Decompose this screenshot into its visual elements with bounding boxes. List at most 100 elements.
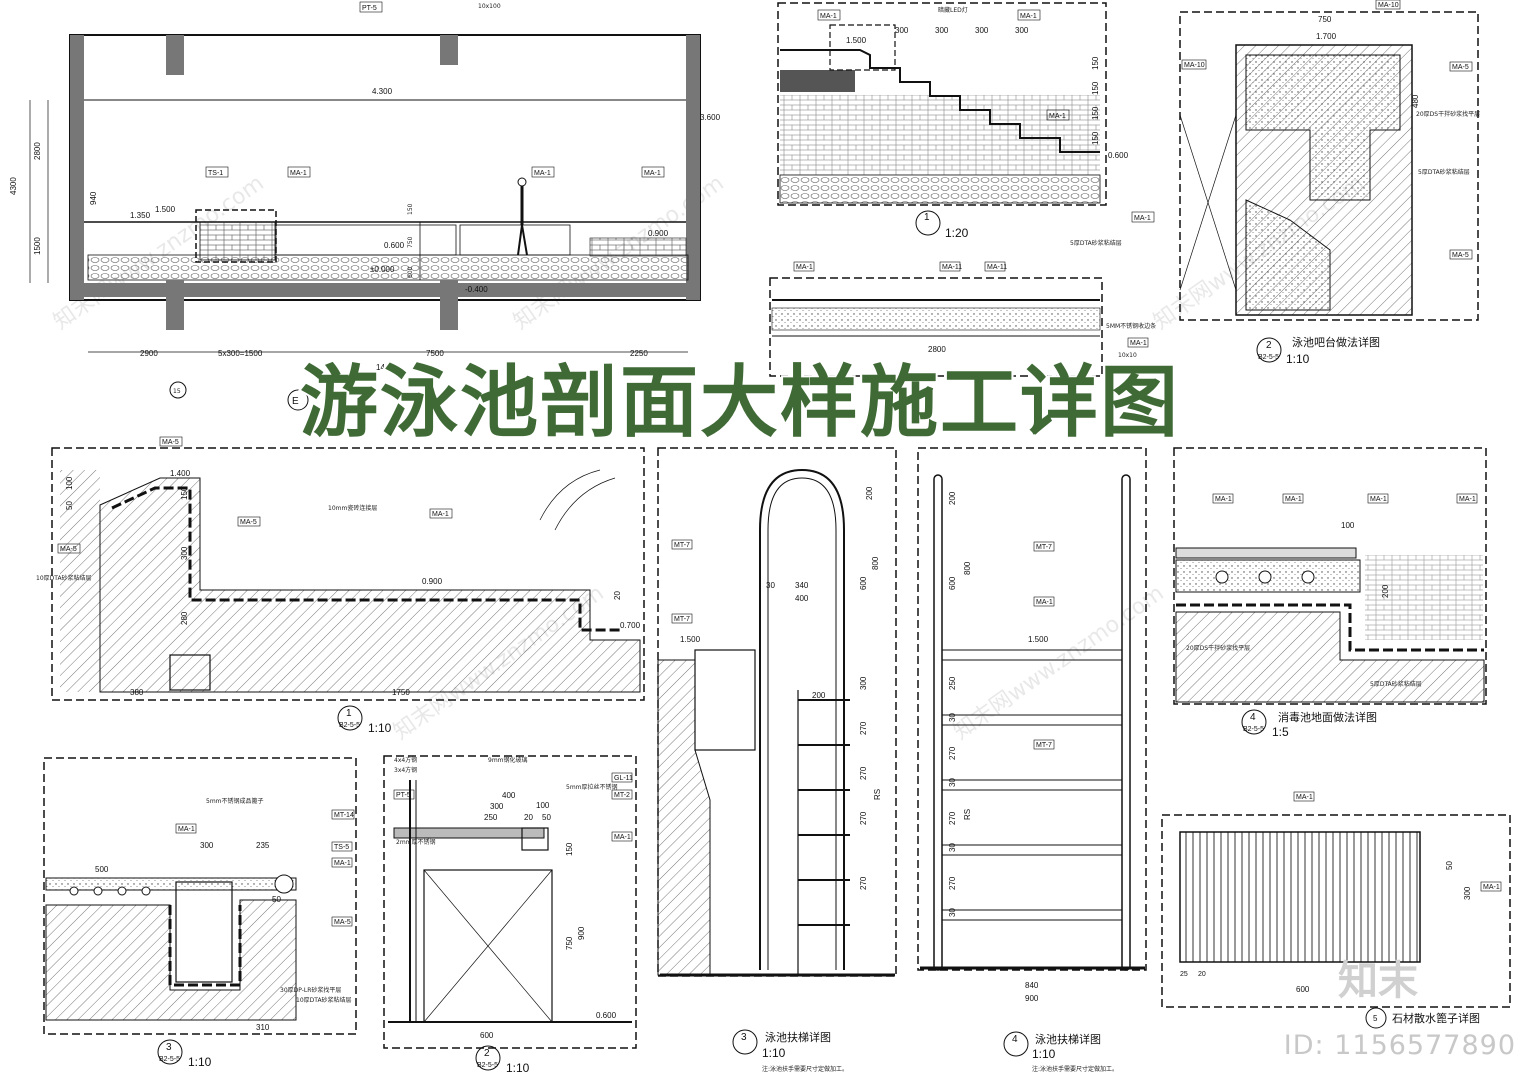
material-tag: MT-7 (674, 542, 690, 549)
dim: 600 (948, 576, 957, 590)
material-tag: MA-10 (1378, 2, 1399, 9)
dim: 200 (1381, 584, 1390, 598)
level-mark: 1.500 (1028, 635, 1049, 644)
material-tag: MA-1 (534, 170, 551, 177)
detail-caption: 泳池扶梯详图 (1035, 1032, 1101, 1046)
dim: 600 (859, 576, 868, 590)
material-tag: MT-2 (614, 792, 630, 799)
dim: 340 (795, 581, 809, 590)
detail-caption: 泳池扶梯详图 (765, 1030, 831, 1044)
note: 9mm钢化玻璃 (488, 756, 528, 764)
material-tag: MA-1 (290, 170, 307, 177)
dim: 250 (948, 676, 957, 690)
dim: 20 (1198, 971, 1206, 978)
dim: 300 (975, 26, 989, 35)
grate-detail: 25 20 600 50 300 MA-1 MA-1 5 石材散水篦子详图 (1161, 791, 1511, 1029)
note: 4x4方钢 (394, 756, 417, 764)
material-tag: MT-14 (334, 812, 354, 819)
dim: 50 (65, 501, 74, 510)
dim: 10x10 (1118, 352, 1137, 359)
detail-ref-number: 3 (166, 1042, 172, 1053)
material-tag: MA-1 (1296, 794, 1313, 801)
dim: 300 (490, 802, 504, 811)
dim: 150 (1091, 106, 1100, 120)
detail-ref-number: 3 (741, 1032, 747, 1043)
dim: 400 (795, 594, 809, 603)
level-mark: 1.350 (130, 211, 151, 220)
ladder-detail-4: 200 800 600 250 30 270 30 270 30 270 30 … (917, 447, 1147, 1073)
dim: 25 (1180, 971, 1188, 978)
dim: 50 (272, 895, 281, 904)
dim: 750 (1318, 15, 1332, 24)
led-note: 暗藏LED灯 (938, 6, 968, 14)
level-mark: 3.600 (700, 113, 721, 122)
dim-width: 7500 (426, 349, 444, 358)
dim: 300 (200, 841, 214, 850)
detail-scale: 1:10 (368, 721, 392, 735)
material-tag: MA-1 (796, 264, 813, 271)
detail-scale: 1:5 (1272, 725, 1289, 739)
note: 5厚DTA砂浆粘结层 (1418, 168, 1470, 176)
material-tag: MA-1 (432, 511, 449, 518)
dim: 270 (859, 811, 868, 825)
bar-detail: 750 1.700 480 MA-10 MA-5 MA-5 MA-10 20厚D… (1179, 0, 1480, 366)
dim: 30 (948, 778, 957, 787)
sheet-ref: B2-5-5 (339, 722, 360, 729)
note: 30厚DP-LR砂浆找平层 (280, 986, 341, 994)
note: 20厚DS干拌砂浆找平层 (1186, 644, 1250, 652)
material-tag: MA-1 (820, 13, 837, 20)
detail-note: 注:泳池扶手需要尺寸定做加工。 (762, 1065, 848, 1073)
level-mark: 4.300 (372, 87, 393, 96)
dim: 600 (1296, 985, 1310, 994)
dim: 150 (1091, 56, 1100, 70)
material-tag: MA-1 (1036, 599, 1053, 606)
dim: 270 (948, 811, 957, 825)
level-mark: -0.400 (465, 285, 488, 294)
dim: 800 (963, 561, 972, 575)
detail-ref-number: 5 (1373, 1014, 1378, 1023)
dim: 250 (484, 813, 498, 822)
note: 10mm瓷砖连接层 (328, 504, 377, 512)
dim: 30 (948, 713, 957, 722)
material-tag: MT-7 (674, 616, 690, 623)
detail-scale: 1:10 (188, 1055, 212, 1069)
dim-height: 2800 (33, 142, 42, 160)
note: 3x4方钢 (394, 766, 417, 774)
material-tag: MA-5 (60, 546, 77, 553)
material-tag: MA-1 (1134, 215, 1151, 222)
dim: 900 (1025, 994, 1039, 1003)
dim: 150 (180, 486, 189, 500)
dim: 200 (812, 691, 826, 700)
material-tag: MA-5 (1452, 252, 1469, 259)
section-ref-letter: E (292, 396, 299, 407)
dim: 50 (542, 813, 551, 822)
dim: 100 (1341, 521, 1355, 530)
dim: 270 (859, 876, 868, 890)
material-tag: MA-1 (178, 826, 195, 833)
level-mark: 0.700 (620, 621, 641, 630)
dim: 380 (130, 688, 144, 697)
note: 20厚DS干拌砂浆找平层 (1416, 110, 1480, 118)
dim: 1750 (392, 688, 410, 697)
dim-height: 1500 (33, 237, 42, 255)
text-top: 10x100 (478, 3, 501, 10)
material-tag: MA-1 (1049, 113, 1066, 120)
material-tag: MA-1 (1459, 496, 1476, 503)
dim: 150 (565, 842, 574, 856)
material-tag: MA-1 (644, 170, 661, 177)
material-tag: MA-5 (162, 439, 179, 446)
dim: 30 (948, 843, 957, 852)
dim: 310 (256, 1023, 270, 1032)
level-mark: 0.900 (422, 577, 443, 586)
dim-height: 940 (89, 191, 98, 205)
dim: 300 (859, 676, 868, 690)
dim: 200 (865, 486, 874, 500)
dim: 600 (480, 1031, 494, 1040)
level-mark: 1.500 (155, 205, 176, 214)
counter-detail: 400 300 250 100 20 50 150 900 750 600 0.… (383, 755, 637, 1075)
dim-total: 14150 (376, 363, 399, 372)
material-tag: GL-11 (614, 775, 633, 782)
dim-mid: 150 (407, 203, 414, 215)
level-mark: 0.900 (648, 229, 669, 238)
